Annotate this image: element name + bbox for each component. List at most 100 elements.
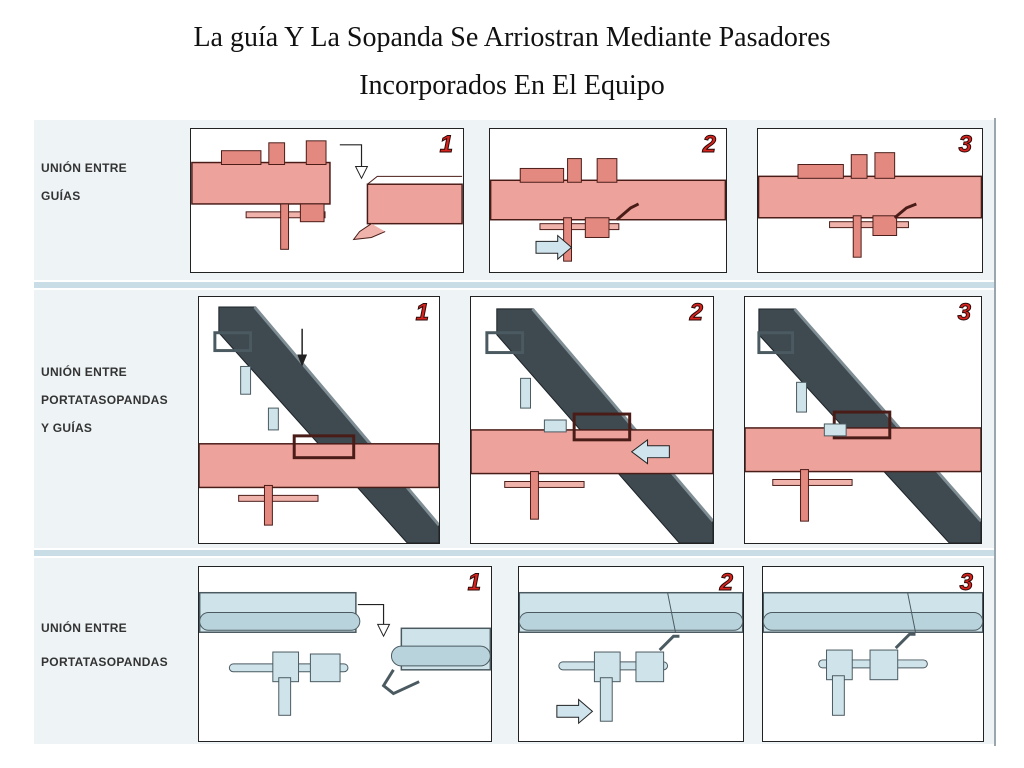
holder-guides-step-1-illustration [199,305,439,543]
dark-rail-highlight [253,305,439,527]
left-arrow-icon [630,438,670,465]
dark-rail [496,308,713,543]
holder-latch [658,634,680,652]
holder-pin [267,407,279,431]
guide-bolt [852,215,862,258]
guides-step-1-panel: 1 [190,128,464,273]
guides-step-1-illustration [191,140,463,250]
guide-latch [615,202,640,221]
step-number: 3 [959,569,973,597]
row-label-line: GUÍAS [41,189,81,203]
holder-latch [213,331,253,353]
row-label-line: PORTATASOPANDAS [41,393,168,407]
down-arrow-icon [354,165,369,180]
guide-bolt [263,484,273,526]
guide-latch [893,202,917,219]
holder-guides-step-3-panel: 3 [744,296,982,544]
row-label-holder-guides: UNIÓN ENTRE PORTATASOPANDAS Y GUÍAS [41,358,168,442]
guide-bolt [530,471,539,520]
guides-step-3-panel: 3 [757,128,983,273]
guides-step-3-illustration [758,152,982,258]
guide-pin [829,221,909,229]
holder-guides-step-2-panel: 2 [470,296,714,544]
guide-clamp [850,154,868,179]
prop-holder-joint [907,592,916,633]
prop-holder-tube [390,645,491,667]
holders-step-1-illustration [199,591,491,716]
guide-bracket [584,217,610,238]
guide-pin [772,479,853,486]
page-title-line-1: La guía Y La Sopanda Se Arriostran Media… [193,22,831,53]
guide-beam [758,175,982,219]
step-number: 1 [415,299,429,327]
guide-bracket [292,434,356,460]
prop-holder-tube [519,611,743,631]
guide-clamp [596,158,618,183]
guide-clamp [874,152,896,179]
holder-latch [894,632,916,650]
guide-bracket [572,412,632,442]
step-number: 2 [689,299,703,327]
guide-beam-right [366,183,463,225]
holders-step-2-panel: 2 [518,566,744,742]
guide-beam [199,443,439,489]
guide-clamp [797,164,844,179]
row-separator [34,550,996,556]
guide-clamp [268,142,286,165]
holder-bolt [599,677,613,722]
guide-arrow-line [339,144,363,173]
holders-step-3-illustration [763,591,983,716]
holders-step-1-panel: 1 [198,566,492,742]
down-arrow-icon [297,354,308,367]
row-label-line: UNIÓN ENTRE [41,161,127,175]
row-label-line: UNIÓN ENTRE [41,621,127,635]
frame-right-line [994,118,996,746]
holder-guides-step-1-panel: 1 [198,296,440,544]
guide-pin [504,480,585,488]
holder-bracket [309,653,341,683]
down-arrow-icon [376,623,391,638]
guides-step-2-illustration [490,158,726,262]
row-separator [34,282,996,288]
holder-pin [543,419,567,433]
guide-bolt [563,217,573,262]
row-label-holders: UNIÓN ENTRE PORTATASOPANDAS [41,614,168,676]
holder-latch [381,669,420,696]
guide-pin [539,223,620,231]
holders-step-2-illustration [519,591,743,725]
guide-beam [745,427,981,473]
dark-rail-highlight [793,307,981,523]
guides-step-2-panel: 2 [489,128,727,273]
holder-bolt [278,677,292,716]
holder-pin [796,381,807,413]
guide-bracket [299,203,325,223]
prop-holder-tube [763,611,983,631]
row-label-line: PORTATASOPANDAS [41,655,168,669]
holder-bracket [593,651,621,683]
holders-step-3-panel: 3 [762,566,984,742]
row-label-line: UNIÓN ENTRE [41,365,127,379]
holder-bolt [831,675,845,716]
guide-bolt [280,203,290,250]
guide-beam [490,179,726,221]
guide-beam-edge [367,175,463,185]
step-number: 2 [719,569,733,597]
holder-bracket [869,649,899,681]
guide-beam-left [191,161,331,205]
arrow-line [357,603,385,629]
step-number: 2 [702,131,716,159]
prop-holder-tube [199,611,361,631]
step-number: 1 [439,131,453,159]
prop-holder-joint [667,592,676,633]
guide-pin [238,494,319,502]
page-title-line-2: Incorporados En El Equipo [359,70,665,101]
guide-clamp [220,150,262,165]
right-arrow-icon [535,234,573,261]
holder-bracket [826,649,853,681]
row-label-guides: UNIÓN ENTRE GUÍAS [41,154,127,210]
guide-latch [352,223,386,241]
guide-clamp [567,158,582,183]
holder-guides-step-3-illustration [745,307,981,543]
step-number: 3 [958,131,972,159]
holder-latch [485,331,525,355]
